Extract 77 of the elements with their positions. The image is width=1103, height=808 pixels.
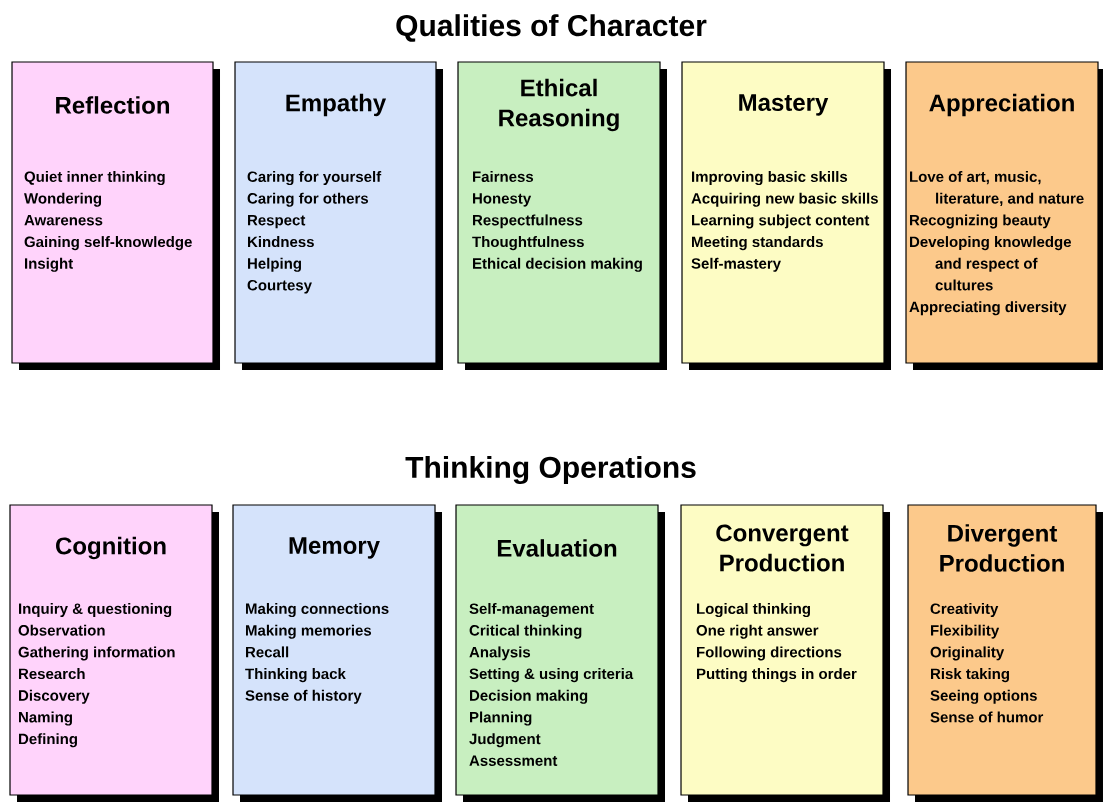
list-item: Caring for yourself	[247, 171, 382, 186]
list-item: Developing knowledge and respect of cultures	[910, 236, 1071, 291]
card-heading: Empathy	[286, 93, 387, 117]
list-item: Courtesy	[247, 279, 312, 294]
list-item: Making memories	[246, 624, 372, 639]
list-item: Logical thinking	[697, 603, 810, 618]
card-heading: Cognition	[56, 536, 166, 560]
card-heading: Convergent Production	[716, 524, 849, 572]
list-item: Observation	[18, 624, 105, 636]
list-item: Setting & using criteria	[469, 668, 634, 683]
list-item: Self-mastery	[691, 257, 781, 272]
list-item: Risk taking	[931, 668, 1009, 683]
list-item: Creativity	[930, 603, 999, 617]
heading: Thinking Operations	[405, 455, 696, 485]
list-item: Analysis	[469, 646, 531, 661]
card	[232, 504, 442, 802]
list-item: Discovery	[19, 689, 90, 704]
card-heading: Appreciation	[929, 93, 1074, 117]
list-item: Kindness	[248, 236, 314, 248]
list-item: Honesty	[473, 193, 532, 207]
card	[455, 504, 665, 802]
list-item: Fairness	[473, 171, 534, 182]
card-heading: Mastery	[739, 94, 829, 116]
list-item: Decision making	[470, 689, 588, 704]
list-item: Insight	[25, 257, 73, 272]
list-item: Caring for others	[247, 192, 369, 207]
card	[11, 61, 220, 370]
list-item: Self-management	[469, 603, 594, 618]
list-item: Research	[19, 668, 85, 680]
list-item: Respectfulness	[473, 214, 583, 229]
list-item: Respect	[248, 214, 306, 229]
list-item: Love of art, music, literature, and nature	[910, 171, 1084, 206]
card-heading: Ethical Reasoning	[499, 78, 619, 132]
list-item: Wondering	[24, 192, 102, 207]
list-item: Improving basic skills	[692, 171, 848, 186]
card	[234, 61, 443, 370]
list-item: Originality	[930, 646, 1005, 661]
list-item: Thoughtfulness	[472, 236, 584, 251]
list-item: Critical thinking	[469, 624, 582, 639]
list-item: Gathering information	[18, 646, 175, 661]
card-heading: Evaluation	[497, 539, 617, 557]
card	[907, 504, 1103, 802]
list-item: Naming	[19, 711, 72, 726]
list-item: Sense of history	[245, 689, 362, 704]
card-heading: Reflection	[56, 96, 169, 114]
card	[680, 504, 890, 802]
card	[681, 61, 891, 370]
list-item: Recall	[246, 646, 289, 658]
list-item: Gaining self-knowledge	[24, 236, 192, 251]
card-heading: Divergent Production	[940, 524, 1064, 572]
list-item: Planning	[470, 711, 532, 726]
list-item: Assessment	[469, 755, 558, 766]
list-item: Learning subject content	[692, 214, 870, 229]
heading: Qualities of Character	[396, 14, 707, 42]
card	[9, 504, 219, 802]
list-item: Appreciating diversity	[909, 301, 1067, 316]
list-item: Flexibility	[931, 624, 1000, 639]
list-item: Sense of humor	[930, 711, 1044, 723]
list-item: Defining	[19, 733, 77, 748]
list-item: Meeting standards	[692, 236, 823, 251]
list-item: Helping	[248, 257, 301, 272]
card	[457, 61, 667, 370]
list-item: Ethical decision making	[473, 257, 642, 272]
list-item: Awareness	[24, 214, 103, 226]
list-item: One right answer	[696, 624, 819, 639]
list-item: Inquiry & questioning	[19, 603, 172, 618]
list-item: Thinking back	[245, 668, 346, 683]
card	[905, 61, 1103, 370]
list-item: Making connections	[246, 603, 389, 618]
list-item: Judgment	[469, 733, 541, 748]
list-item: Putting things in order	[697, 668, 857, 683]
card-heading: Memory	[289, 537, 380, 559]
list-item: Quiet inner thinking	[24, 171, 165, 186]
list-item: Following directions	[697, 646, 842, 661]
list-item: Acquiring new basic skills	[691, 192, 878, 207]
list-item: Recognizing beauty	[910, 214, 1051, 229]
list-item: Seeing options	[930, 689, 1037, 704]
